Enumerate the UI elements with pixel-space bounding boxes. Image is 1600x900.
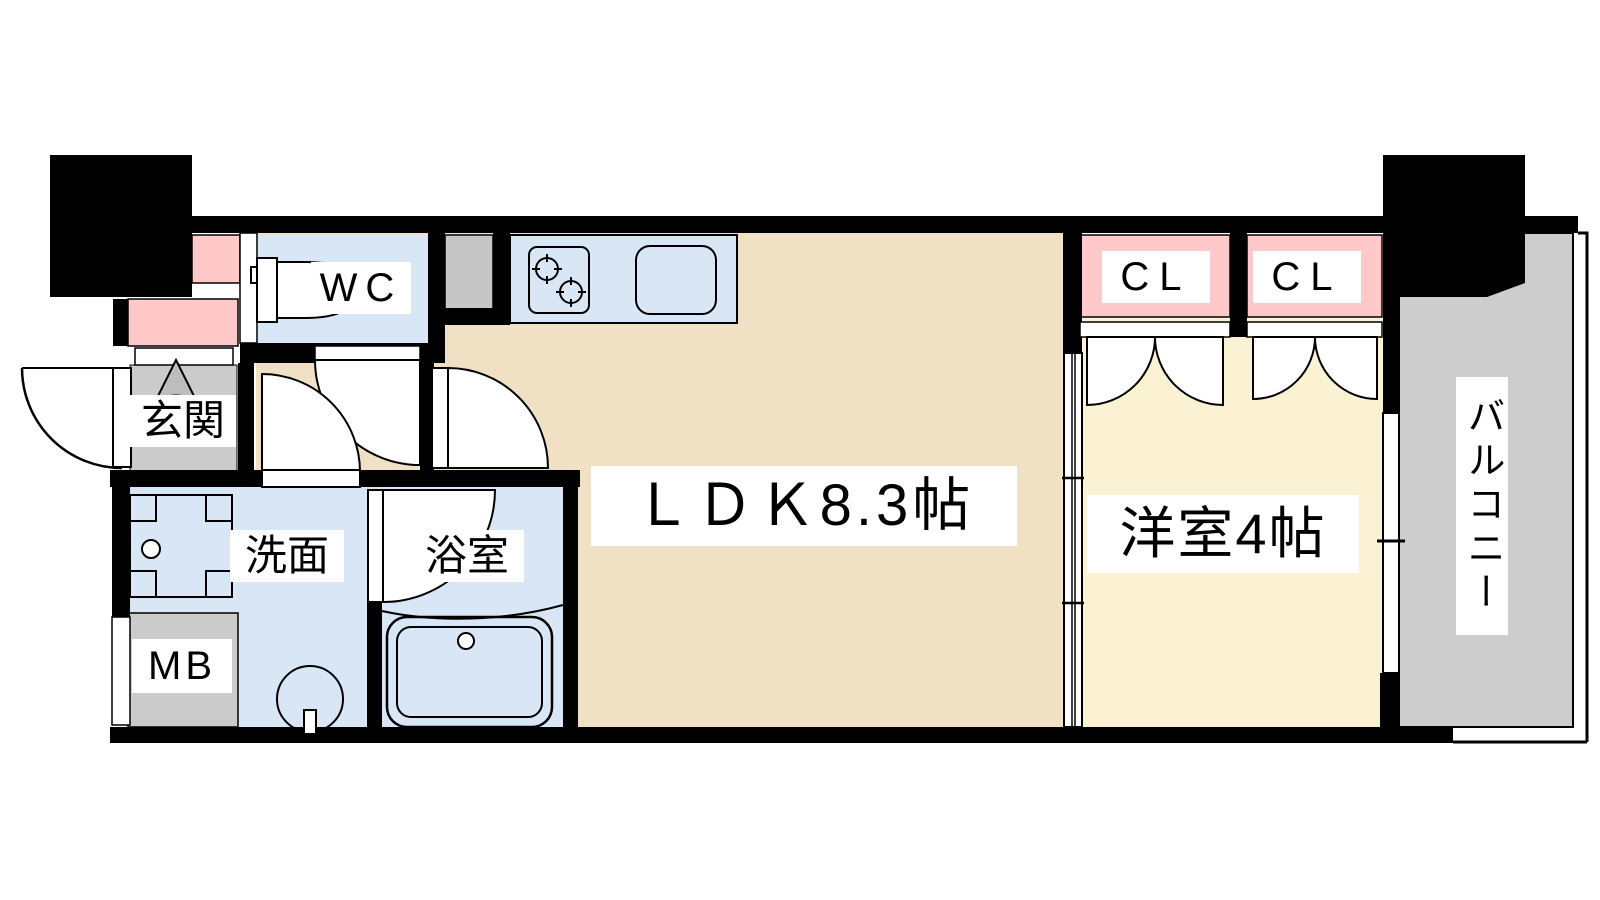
wall-ldk-bedroom-top — [1063, 216, 1082, 353]
label-closet-left: CL — [1102, 251, 1210, 303]
front-door-swing-arc — [20, 367, 123, 470]
washing-machine-icon — [129, 494, 233, 598]
label-bathroom: 浴室 — [410, 530, 524, 582]
pillar-top-right — [1383, 155, 1525, 297]
wall-washroom-bathroom — [367, 600, 382, 727]
pillar-top-left — [50, 155, 192, 297]
sliding-partition — [1062, 352, 1084, 728]
wall-hall-ldk — [420, 360, 434, 472]
pipe-space — [444, 234, 494, 311]
label-ldk: ＬＤＫ8.3帖 — [591, 466, 1017, 546]
doors — [20, 336, 1378, 604]
basin-icon — [276, 665, 344, 735]
meter-box-hatch — [111, 616, 131, 726]
wall-ps-bottom — [445, 308, 510, 325]
closet-left-door-panel — [1153, 336, 1224, 407]
closet-right-door-panel — [1252, 336, 1317, 401]
wall-bathroom-right — [563, 487, 578, 727]
wall-wc-right — [428, 233, 445, 363]
wall-top — [192, 216, 1578, 233]
washroom-door-leaf — [261, 469, 361, 488]
wall-outer-left — [112, 472, 130, 617]
wall-entrance-right — [238, 363, 254, 472]
sliding-door-ldk-bedroom — [1063, 352, 1083, 728]
ldk-door-swing — [447, 366, 550, 469]
wall-between-closets — [1230, 216, 1247, 337]
frames — [111, 232, 1383, 726]
front-door-leaf — [112, 367, 132, 468]
wc-side-panel — [239, 232, 258, 344]
wall-entrance-left — [113, 299, 128, 346]
wall-ps-right — [493, 233, 510, 325]
closet-left-track — [1079, 321, 1231, 338]
window-bedroom-balcony — [1382, 412, 1400, 674]
wc-door-frame — [314, 345, 421, 362]
label-western-room: 洋室4帖 — [1087, 495, 1359, 573]
label-entrance: 玄関 — [130, 395, 236, 447]
kitchen-sink-icon — [635, 245, 717, 315]
entrance-door-frame — [134, 347, 234, 366]
closet-right-track — [1246, 321, 1383, 338]
label-closet-right: CL — [1253, 251, 1361, 303]
stove-icon — [528, 246, 590, 314]
label-washroom: 洗面 — [230, 530, 344, 582]
label-meter-box: MB — [132, 639, 232, 693]
wall-bedroom-right-upper — [1383, 233, 1399, 413]
wall-bedroom-right-lower — [1380, 673, 1399, 743]
label-balcony: バルコニー — [1456, 377, 1508, 635]
floors — [127, 232, 1574, 742]
pink-block-upper — [191, 234, 241, 284]
label-wc: WC — [311, 262, 411, 314]
bathtub-icon — [381, 604, 564, 729]
pink-block-entrance — [127, 298, 239, 347]
washroom-door-swing — [261, 372, 362, 473]
ldk-door-leaf — [431, 367, 449, 469]
closet-left-door-panel — [1086, 336, 1157, 407]
bathroom-door-leaf — [367, 489, 384, 603]
walls — [50, 155, 1578, 743]
balcony-window — [1377, 412, 1405, 674]
balcony-floor — [1398, 232, 1574, 728]
wall-bottom — [110, 727, 1453, 743]
closet-right-door-panel — [1313, 336, 1378, 401]
balcony-railing — [1453, 231, 1589, 744]
